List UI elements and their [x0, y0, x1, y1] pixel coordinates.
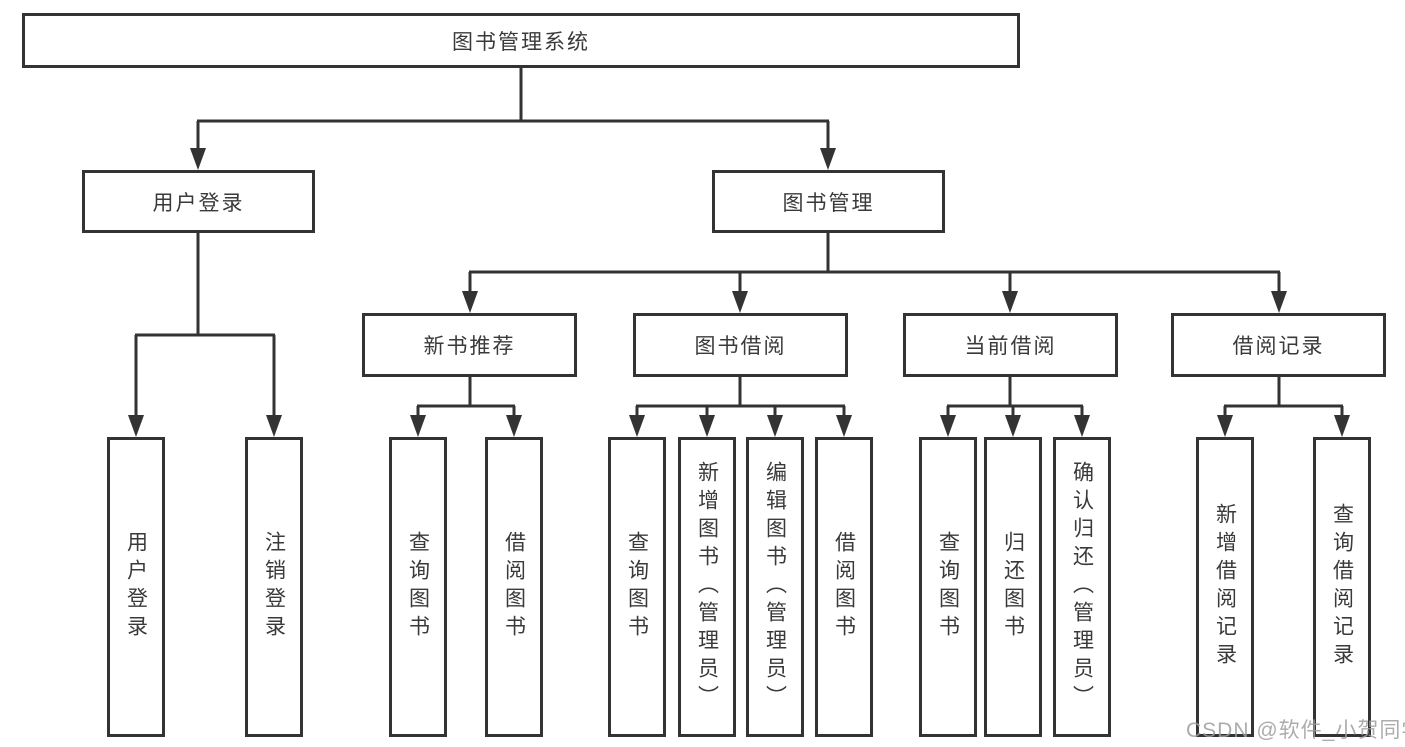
- node-label: 归还图书: [1001, 531, 1025, 643]
- leaf-add-books-admin: 新增图书（管理员）: [678, 437, 736, 737]
- node-book-management: 图书管理: [712, 170, 945, 233]
- node-label: 图书管理: [782, 191, 875, 215]
- node-label: 用户登录: [152, 191, 245, 215]
- node-current-borrowing: 当前借阅: [903, 313, 1118, 377]
- csdn-watermark: CSDN @软件_小贺同学: [1186, 719, 1405, 742]
- leaf-query-books-borrowing: 查询图书: [608, 437, 666, 737]
- node-library-management-system: 图书管理系统: [22, 13, 1020, 68]
- node-label: 注销登录: [262, 531, 286, 643]
- node-label: 当前借阅: [964, 335, 1057, 358]
- leaf-query-books-recommend: 查询图书: [389, 437, 447, 737]
- node-book-borrowing: 图书借阅: [633, 313, 848, 377]
- node-label: 图书管理系统: [452, 30, 590, 54]
- arrowheads: [128, 148, 1350, 437]
- node-new-book-recommendation: 新书推荐: [362, 313, 577, 377]
- node-label: 借阅图书: [832, 531, 856, 643]
- leaf-confirm-return-admin: 确认归还（管理员）: [1053, 437, 1111, 737]
- node-label: 新增借阅记录: [1213, 503, 1237, 671]
- node-label: 查询图书: [406, 531, 430, 643]
- node-label: 新书推荐: [423, 335, 516, 358]
- node-label: 查询图书: [625, 531, 649, 643]
- node-user-login: 用户登录: [82, 170, 315, 233]
- node-label: 用户登录: [124, 531, 148, 643]
- node-label: 新增图书（管理员）: [695, 461, 719, 713]
- node-label: 借阅记录: [1232, 335, 1325, 358]
- leaf-borrow-books: 借阅图书: [815, 437, 873, 737]
- node-label: 查询借阅记录: [1330, 503, 1354, 671]
- leaf-edit-books-admin: 编辑图书（管理员）: [746, 437, 804, 737]
- leaf-add-borrowing-record: 新增借阅记录: [1196, 437, 1254, 737]
- leaf-borrow-books-recommend: 借阅图书: [485, 437, 543, 737]
- leaf-query-books-current: 查询图书: [919, 437, 977, 737]
- leaf-return-books: 归还图书: [984, 437, 1042, 737]
- leaf-user-login: 用户登录: [107, 437, 165, 737]
- node-label: 借阅图书: [502, 531, 526, 643]
- node-label: 确认归还（管理员）: [1070, 461, 1094, 713]
- node-borrowing-records: 借阅记录: [1171, 313, 1386, 377]
- node-label: 编辑图书（管理员）: [763, 461, 787, 713]
- node-label: 图书借阅: [694, 335, 787, 358]
- node-label: 查询图书: [936, 531, 960, 643]
- leaf-query-borrowing-record: 查询借阅记录: [1313, 437, 1371, 737]
- leaf-logout: 注销登录: [245, 437, 303, 737]
